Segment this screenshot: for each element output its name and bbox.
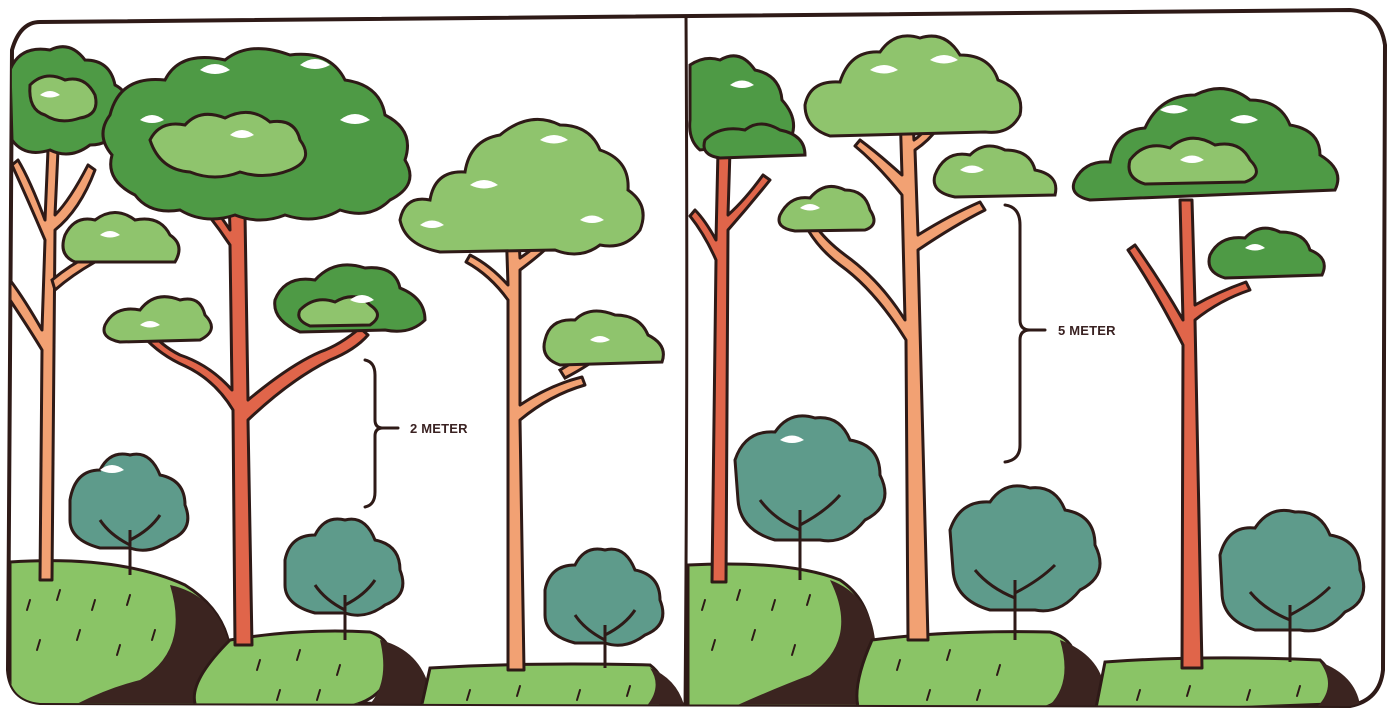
spacing-label-right: 5 METER: [1058, 323, 1116, 338]
spacing-label-left: 2 METER: [410, 421, 468, 436]
